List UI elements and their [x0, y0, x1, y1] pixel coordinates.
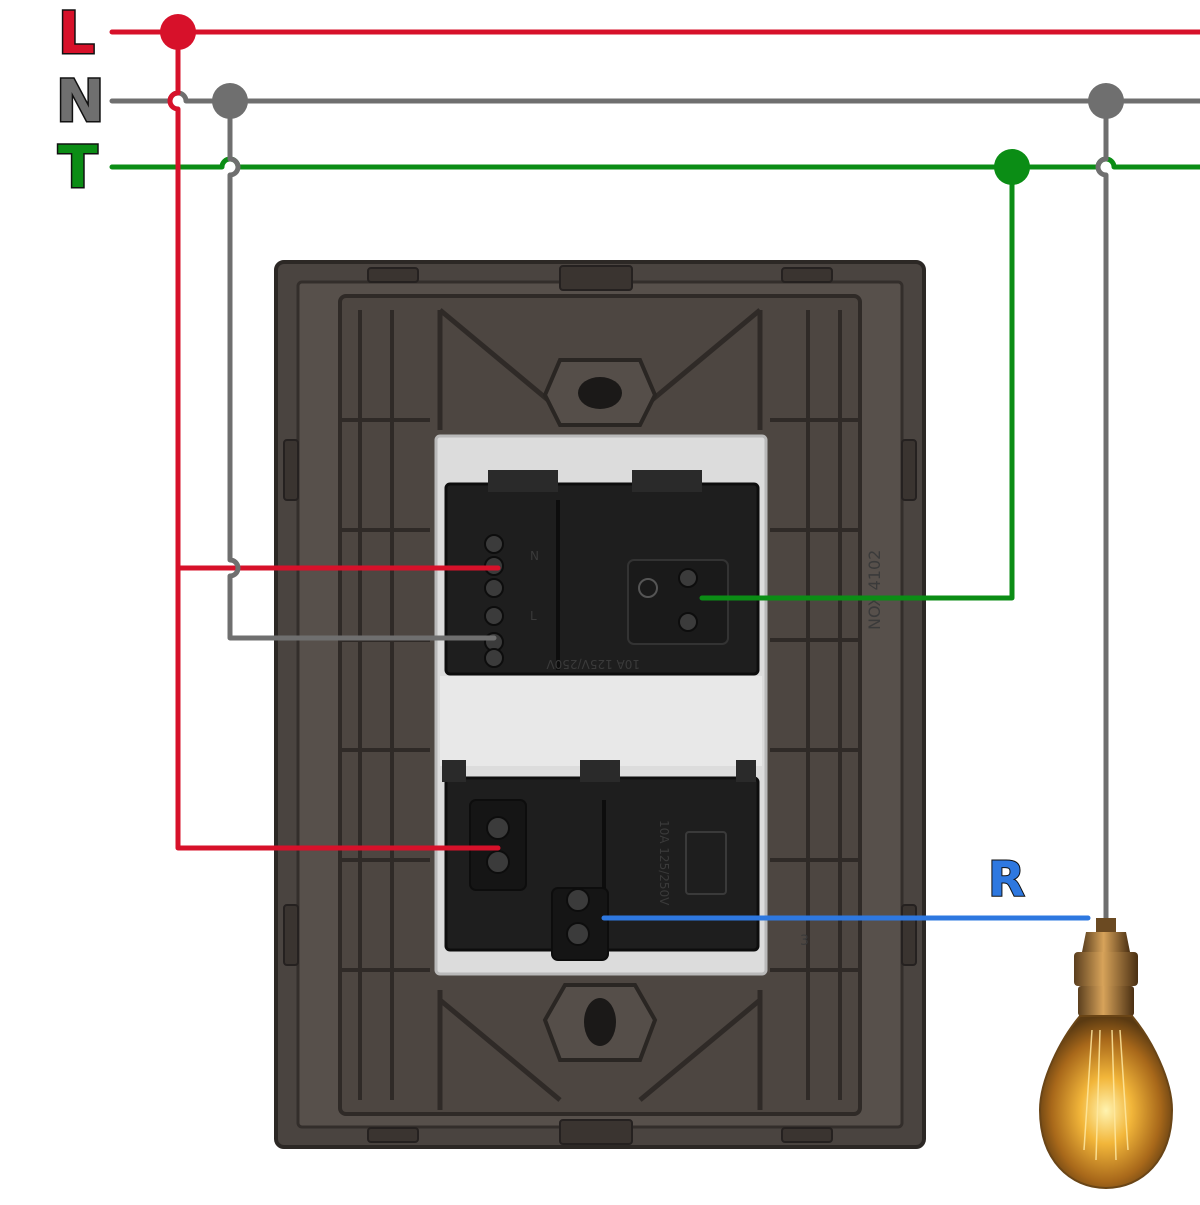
earth-bus-line	[109, 156, 1200, 170]
neutral-to-lamp-wire	[1095, 98, 1109, 921]
top-screw-slot	[542, 358, 658, 427]
socket-module-icon	[627, 559, 729, 645]
wall-plate: NOX 4102 3	[274, 260, 926, 1149]
socket-terminals	[484, 534, 698, 668]
live-to-switch-wire	[167, 29, 501, 851]
neutral-bus-line	[109, 90, 1200, 104]
socket-rating: 10A 125V/250V	[546, 657, 640, 671]
return-label: R	[987, 852, 1026, 908]
socket-marking-l: L	[530, 609, 537, 623]
socket-marking-n: N	[530, 549, 539, 563]
socket-module: 10A 125V/250V N L	[444, 470, 760, 676]
side-marking: NOX 4102	[865, 550, 884, 630]
live-label: L	[57, 0, 97, 67]
live-junction-dot	[160, 14, 196, 50]
switch-module: 10A 125/250V	[442, 760, 760, 961]
earth-junction-dot	[994, 149, 1030, 185]
neutral-junction-dot	[212, 83, 248, 119]
switch-terminals	[469, 799, 609, 961]
neutral-lamp-junction-dot	[1088, 83, 1124, 119]
switch-module-icon	[685, 831, 727, 895]
earth-symbol-icon	[638, 578, 658, 598]
earth-label: T	[57, 133, 100, 201]
light-bulb-icon	[1038, 918, 1174, 1190]
switch-rating: 10A 125/250V	[657, 820, 671, 906]
junctions	[160, 14, 1124, 185]
earth-to-socket-wire	[699, 164, 1015, 601]
wires	[109, 29, 1200, 921]
neutral-to-socket-wire	[227, 98, 497, 641]
neutral-label: N	[55, 67, 107, 135]
corner-marking: 3	[800, 933, 809, 949]
bottom-screw-slot	[542, 983, 658, 1062]
